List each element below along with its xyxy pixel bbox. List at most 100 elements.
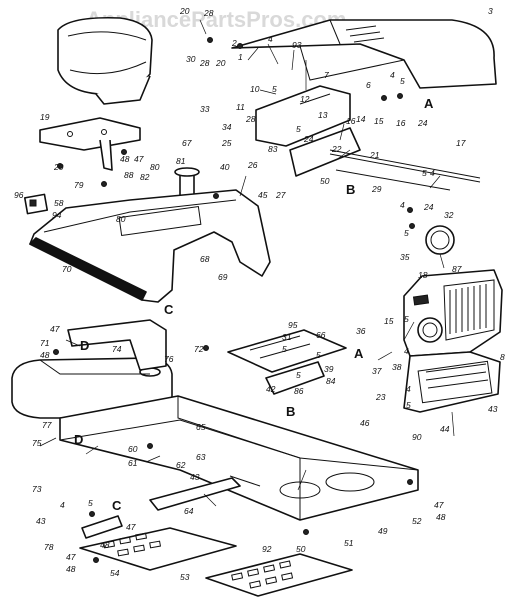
callout-4c: 4 [430,168,435,178]
callout-50b: 50 [296,544,306,554]
callout-77: 77 [42,420,52,430]
callout-29: 29 [371,184,382,194]
callout-35: 35 [400,252,410,262]
callout-44: 44 [440,424,450,434]
callout-1: 1 [238,52,243,62]
callout-15: 15 [374,116,384,126]
callout-5j: 5 [88,498,93,508]
label-d-2: D [74,432,83,447]
label-b-2: B [286,404,295,419]
callout-54: 54 [110,568,120,578]
callout-72: 72 [194,344,204,354]
callout-5b: 5 [400,76,405,86]
callout-16b: 16 [346,116,356,126]
callout-58: 58 [54,198,64,208]
part-numbers: 3 20 28 2 1 4 93 30 28 20 10 5 7 12 6 4 … [14,6,505,582]
label-d: D [80,338,89,353]
callout-4b: 4 [390,70,395,80]
callout-48d: 48 [66,564,76,574]
callout-47e: 47 [434,500,444,510]
callout-7: 7 [324,70,329,80]
callout-23: 23 [375,392,386,402]
callout-80: 80 [150,162,160,172]
callout-11: 11 [236,102,245,112]
callout-61: 61 [128,458,138,468]
callout-5i: 5 [296,370,301,380]
step-bracket [149,477,241,511]
callout-38: 38 [392,362,402,372]
callout-5g: 5 [406,400,411,410]
callout-81: 81 [176,156,186,166]
callout-47c: 47 [126,522,136,532]
callout-47: 47 [134,154,144,164]
callout-68: 68 [200,254,210,264]
callout-78: 78 [44,542,54,552]
foot-rest-78 [81,515,123,539]
callout-5d: 5 [422,168,427,178]
callout-33: 33 [200,104,210,114]
callout-67: 67 [182,138,192,148]
callout-73: 73 [32,484,42,494]
grille-housing [403,269,503,357]
callout-19: 19 [40,112,50,122]
callout-71: 71 [40,338,50,348]
tank-bracket [67,319,167,371]
callout-84: 84 [326,376,336,386]
callout-37: 37 [372,366,382,376]
callout-34: 34 [222,122,232,132]
callout-28c: 28 [245,114,256,124]
callout-22: 22 [331,144,342,154]
callout-20c: 20 [53,162,64,172]
callout-25: 25 [221,138,232,148]
callout-66: 66 [316,330,326,340]
callout-39: 39 [324,364,334,374]
callout-48b: 48 [40,350,50,360]
callout-28: 28 [203,8,214,18]
label-b: B [346,182,355,197]
callout-48e: 48 [436,512,446,522]
callout-60: 60 [128,444,138,454]
callout-27: 27 [275,190,286,200]
callout-53: 53 [180,572,190,582]
callout-26: 26 [247,160,258,170]
callout-13: 13 [318,110,328,120]
leader-lines [39,19,455,507]
callout-65: 65 [196,422,206,432]
battery-box [23,193,49,215]
callout-32: 32 [444,210,454,220]
callout-49: 49 [378,526,388,536]
callout-5h: 5 [282,344,287,354]
callout-4d: 4 [400,200,405,210]
seat [57,16,153,105]
callout-6: 6 [366,80,371,90]
callout-41: 5 [316,350,321,360]
callout-31: 31 [282,332,292,342]
callout-17: 17 [456,138,466,148]
callout-62: 62 [176,460,186,470]
callout-87: 87 [452,264,462,274]
callout-30: 30 [186,54,196,64]
callout-5e: 5 [404,228,409,238]
callout-79: 79 [74,180,84,190]
callout-20b: 20 [215,58,226,68]
fender-pan [29,189,271,303]
callout-24c: 24 [423,202,434,212]
callout-20: 20 [179,6,190,16]
callout-51: 51 [344,538,354,548]
callout-16: 16 [396,118,406,128]
label-a: A [424,96,434,111]
callout-24b: 24 [303,134,314,144]
callout-21: 21 [369,150,380,160]
hood [231,19,497,89]
section-labels: A A B B C C D D [74,96,434,513]
callout-70: 70 [62,264,72,274]
callout-5c: 5 [296,124,301,134]
label-c: C [164,302,174,317]
callout-83: 83 [268,144,278,154]
callout-63: 63 [196,452,206,462]
callout-88: 88 [124,170,134,180]
step-plate-left [79,527,237,571]
callout-18: 18 [418,270,428,280]
callout-24: 24 [417,118,428,128]
